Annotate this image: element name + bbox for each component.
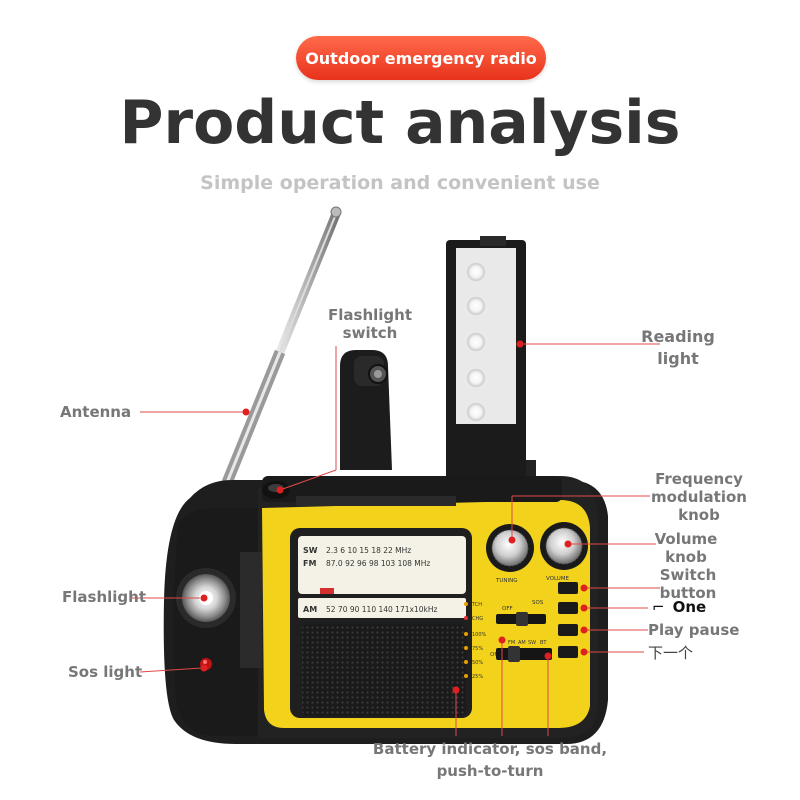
next-btn[interactable]: [558, 646, 578, 658]
dial-fm-values: 87.0 92 96 98 103 108 MHz: [326, 559, 430, 568]
label-reading-light-l1: Reading: [641, 327, 715, 346]
level-chg: CHG: [472, 616, 483, 622]
dial-sw-values: 2.3 6 10 15 18 22 MHz: [326, 546, 411, 555]
label-one-text: One: [672, 598, 707, 616]
label-volume-l1: Volume: [654, 530, 718, 548]
label-frequency-l1: Frequency: [655, 470, 743, 488]
label-frequency-knob: Frequency modulation knob: [644, 470, 754, 524]
tuning-label: TUNING: [495, 578, 518, 584]
label-switch-l2: button: [659, 584, 717, 602]
label-one: ⌐ One: [652, 598, 706, 616]
level-50: 50%: [472, 660, 483, 666]
dial-fm-label: FM: [303, 559, 316, 568]
panel-fm: FM: [508, 640, 515, 646]
label-volume-l2: knob: [665, 548, 707, 566]
tuning-knob[interactable]: TUNING: [486, 524, 534, 584]
dial-sw-label: SW: [303, 546, 318, 555]
product-badge: Outdoor emergency radio: [296, 36, 546, 80]
panel-sos: SOS: [532, 600, 544, 606]
level-75: 75%: [472, 646, 483, 652]
label-flashlight-switch-l2: switch: [342, 324, 398, 342]
label-flashlight: Flashlight: [62, 588, 146, 606]
label-antenna: Antenna: [60, 403, 132, 421]
label-sos-light: Sos light: [68, 663, 143, 681]
dial-am-label: AM: [303, 605, 317, 614]
volume-knob[interactable]: VOLUME: [540, 522, 588, 582]
label-frequency-l3: knob: [678, 506, 720, 524]
antenna-rod: [218, 206, 342, 495]
play-pause-btn[interactable]: [558, 624, 578, 636]
volume-knob-text: VOLUME: [546, 576, 570, 582]
label-switch-l1: Switch: [659, 566, 717, 584]
panel-bt: BT: [540, 640, 547, 646]
label-switch-button: Switch button: [648, 566, 728, 602]
panel-sw: SW: [528, 640, 536, 646]
level-tch: TCH: [471, 602, 482, 608]
page-subtitle: Simple operation and convenient use: [200, 172, 600, 194]
previous-btn[interactable]: [558, 602, 578, 614]
side-buttons: [558, 582, 578, 658]
label-volume-knob: Volume knob: [644, 530, 728, 566]
label-play-pause: Play pause: [648, 621, 740, 639]
panel-am: AM: [518, 640, 526, 646]
label-battery-l1: Battery indicator, sos band,: [372, 740, 608, 758]
level-25: 25%: [472, 674, 483, 680]
panel-off-top: OFF: [502, 606, 513, 612]
dial-am-values: 52 70 90 110 140 171x10kHz: [326, 605, 437, 614]
label-one-prefix: ⌐: [652, 598, 665, 616]
label-frequency-l2: modulation: [651, 488, 747, 506]
label-next: 下一个: [648, 644, 694, 662]
crank-arm: [340, 350, 392, 470]
dial-window: SW 2.3 6 10 15 18 22 MHz FM 87.0 92 96 9…: [290, 528, 472, 718]
reading-light-panel: [446, 236, 536, 484]
label-battery-l2: push-to-turn: [436, 762, 544, 780]
label-reading-light: Reading light: [630, 326, 726, 370]
label-reading-light-l2: light: [657, 349, 699, 368]
panel-off-bottom: OFF: [490, 652, 501, 658]
label-flashlight-switch: Flashlight switch: [322, 306, 418, 342]
switch-btn[interactable]: [558, 582, 578, 594]
label-battery-indicator: Battery indicator, sos band, push-to-tur…: [370, 738, 610, 782]
label-flashlight-switch-l1: Flashlight: [328, 306, 412, 324]
pointer-lines: [130, 343, 660, 736]
pointer-dots: [200, 340, 588, 694]
page-title: Product analysis: [119, 88, 681, 158]
level-100: 100%: [472, 632, 487, 638]
